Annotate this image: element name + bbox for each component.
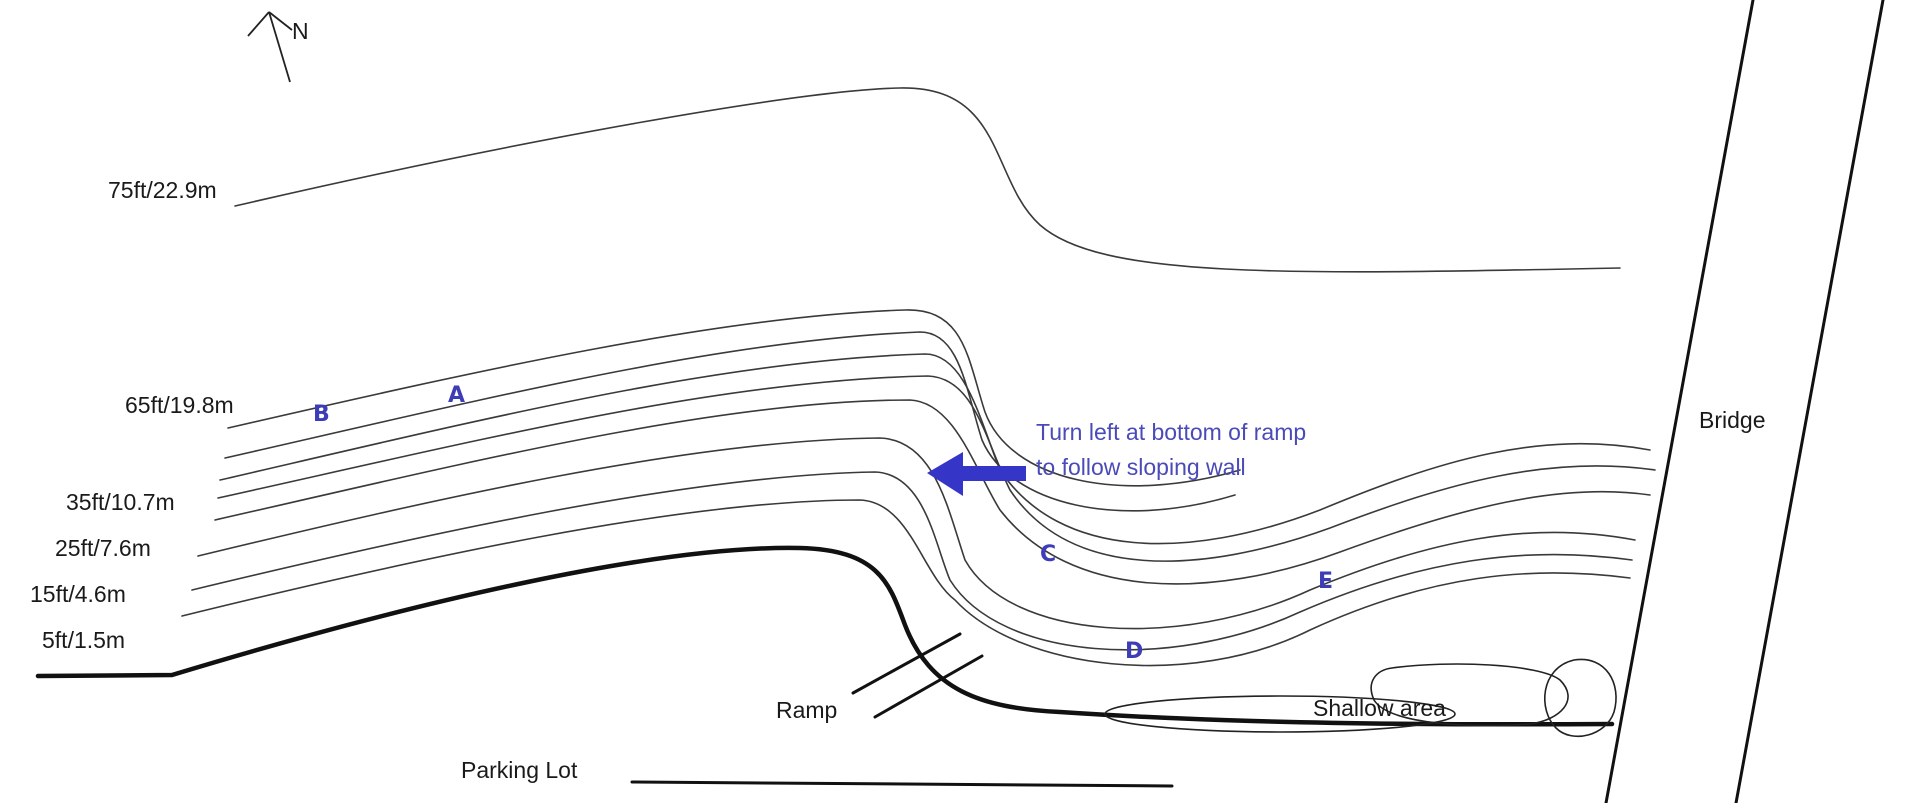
bridge-right-edge — [1734, 0, 1885, 803]
north-label: N — [292, 18, 309, 44]
contour-75ft — [234, 87, 1621, 273]
contour-40ft — [217, 375, 1656, 562]
site-marker-c: C — [1040, 542, 1056, 567]
parking-lot-line — [630, 780, 1174, 788]
depth-label-25ft: 25ft/7.6m — [55, 535, 151, 561]
contour-25ft — [197, 437, 1636, 630]
instruction-line-1: Turn left at bottom of ramp — [1036, 419, 1306, 445]
shallow-area-outline — [1104, 695, 1456, 733]
site-marker-b: B — [313, 402, 330, 427]
ramp-line-upper — [851, 632, 962, 695]
site-marker-d: D — [1125, 639, 1143, 664]
contour-55ft — [224, 331, 1236, 512]
depth-label-65ft: 65ft/19.8m — [125, 392, 234, 418]
instruction-line-2: to follow sloping wall — [1036, 454, 1246, 480]
bridge-left-edge — [1604, 0, 1755, 803]
shallow-area-label: Shallow area — [1313, 695, 1446, 721]
shoreline — [35, 545, 1615, 727]
contour-35ft — [214, 399, 1651, 585]
contour-5ft — [181, 499, 1631, 667]
ramp-line-lower — [873, 654, 984, 719]
depth-label-5ft: 5ft/1.5m — [42, 627, 125, 653]
left-arrow-icon — [927, 452, 1026, 496]
shallow-area-circle — [1544, 658, 1617, 737]
depth-label-35ft: 35ft/10.7m — [66, 489, 175, 515]
ramp-label: Ramp — [776, 697, 837, 723]
site-marker-a: A — [448, 383, 465, 408]
parking-lot-label: Parking Lot — [461, 757, 578, 783]
depth-label-75ft: 75ft/22.9m — [108, 177, 217, 203]
depth-label-15ft: 15ft/4.6m — [30, 581, 126, 607]
bridge-label: Bridge — [1699, 407, 1765, 433]
shallow-area-inner-outline — [1370, 663, 1569, 727]
north-arrow-icon — [247, 11, 293, 83]
contour-65ft — [227, 309, 1241, 487]
site-marker-e: E — [1318, 569, 1333, 594]
contour-15ft — [191, 471, 1633, 651]
